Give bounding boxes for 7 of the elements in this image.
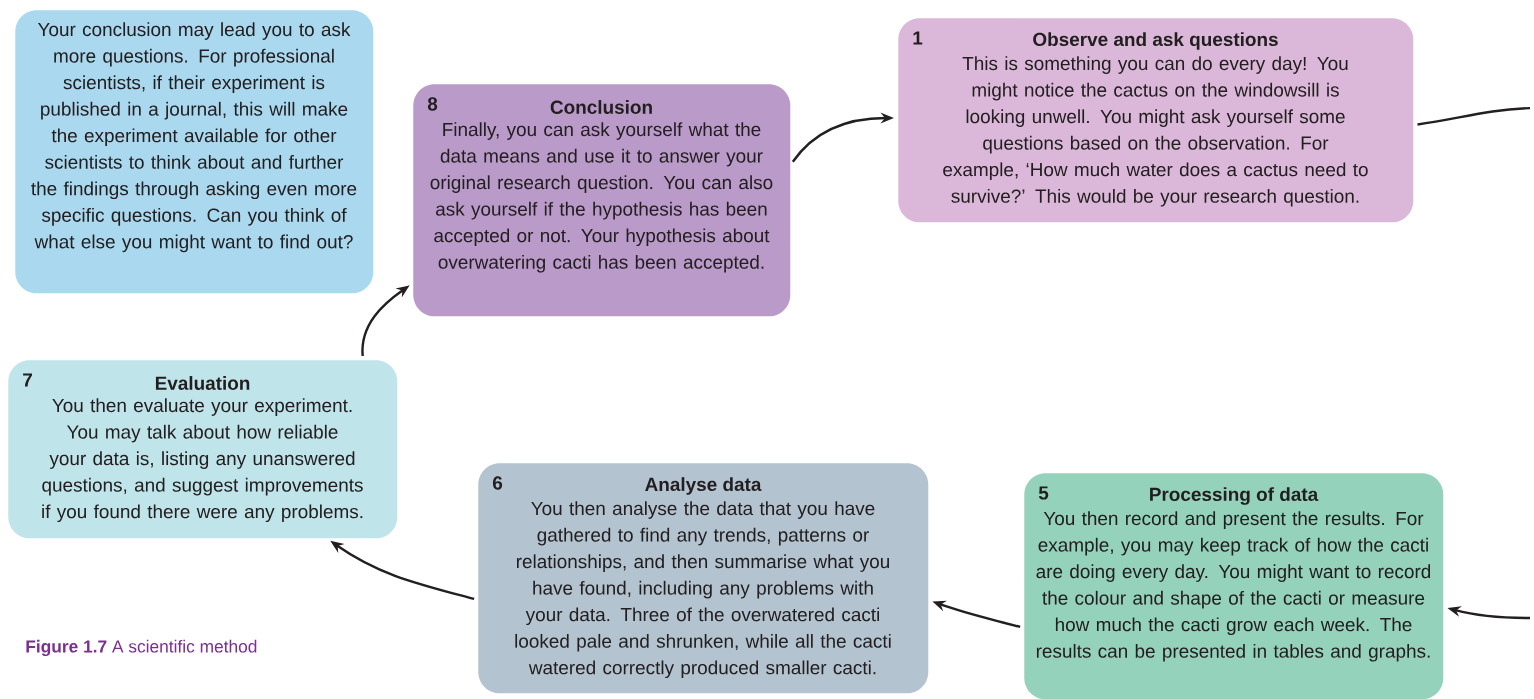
step-box: 1 Observe and ask questions This is something you can do every day! You might notice the cactus on the windowsill is looking unwell. You might ask yourself some questions based on the observation. For example, ‘How much water does a cactus need to survive?’ This would be your research question. [898,18,1414,223]
figure-caption: Figure 1.7 A scientific method [26,639,257,657]
step-box: 8 Conclusion Finally, you can ask yourself what the data means and use it to answer your original research question. You can also ask yourself if the hypothesis has been accepted or not. Your hypothesis about overwatering cacti has been accepted. [413,84,791,317]
step-box: Your conclusion may lead you to ask more questions. For professional scientists, if their experiment is published in a journal, this will make the experiment available for other scientists to think about and further the findings through asking even more specific questions. Can you think of what else you might want to find out? [15,10,374,294]
step-box: 6 Analyse data You then analyse the data that you have gathered to find any trends, patterns or relationships, and then summarise what you have found, including any problems with your data. Three of the overwatered cacti looked pale and shrunken, while all the cacti watered correctly produced smaller cacti. [478,463,929,694]
step-box: 7 Evaluation You then evaluate your experiment. You may talk about how reliable your data is, listing any unanswered questions, and suggest improvements if you found there were any problems. [8,360,398,539]
step-box: 5 Processing of data You then record and present the results. For example, you may keep track of how the cacti are doing every day. You might want to record the colour and shape of the cacti or measure how much the cacti grow each week. The results can be presented in tables and graphs. [1024,473,1444,699]
